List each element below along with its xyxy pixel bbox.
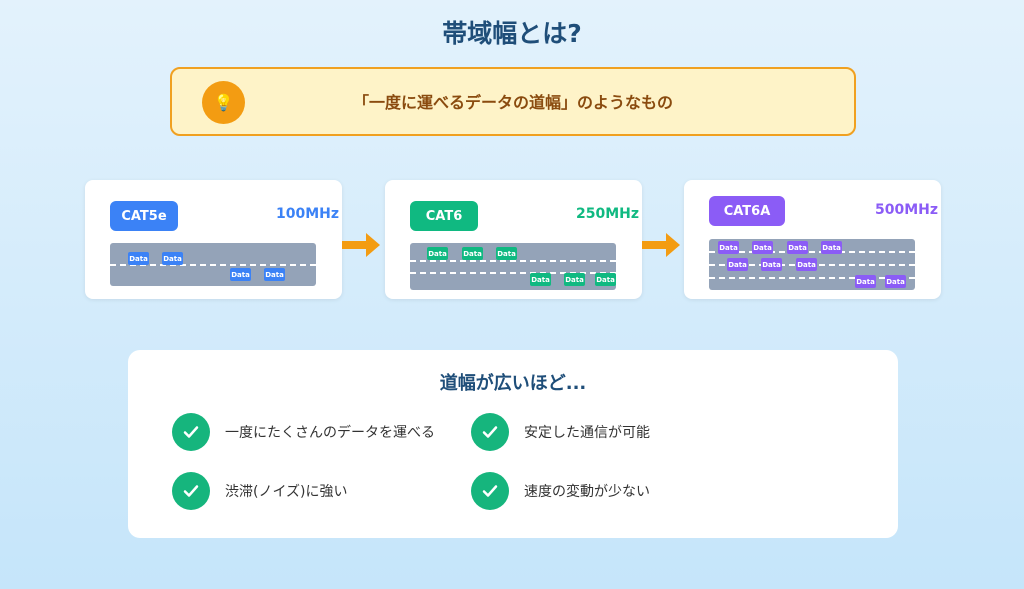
- benefit-text: 一度にたくさんのデータを運べる: [225, 425, 435, 441]
- lane-road: Data Data Data Data Data Data Data Data …: [709, 239, 915, 290]
- data-packet: Data: [427, 247, 448, 260]
- benefit-item: 安定した通信が可能: [471, 413, 650, 451]
- check-icon: [172, 472, 210, 510]
- lane-divider: [410, 260, 616, 262]
- cable-badge: CAT6: [410, 201, 478, 231]
- benefit-item: 一度にたくさんのデータを運べる: [172, 413, 435, 451]
- data-packet: Data: [462, 247, 483, 260]
- cable-card-cat6: CAT6 250MHz Data Data Data Data Data Dat…: [385, 180, 642, 299]
- benefit-item: 渋滞(ノイズ)に強い: [172, 472, 348, 510]
- benefit-item: 速度の変動が少ない: [471, 472, 650, 510]
- benefits-title: 道幅が広いほど...: [439, 373, 587, 394]
- lane-road: Data Data Data Data: [110, 243, 316, 286]
- data-packet: Data: [796, 258, 817, 271]
- banner-text: 「一度に運べるデータの道幅」のようなもの: [352, 93, 673, 112]
- benefits-panel: 道幅が広いほど... 一度にたくさんのデータを運べる 安定した通信が可能 渋滞(…: [128, 350, 898, 538]
- definition-banner: 💡 「一度に運べるデータの道幅」のようなもの: [170, 67, 856, 136]
- benefit-text: 速度の変動が少ない: [524, 484, 650, 500]
- data-packet: Data: [752, 241, 773, 254]
- data-packet: Data: [821, 241, 842, 254]
- lane-divider: [709, 251, 915, 253]
- data-packet: Data: [718, 241, 739, 254]
- data-packet: Data: [595, 273, 616, 286]
- cable-badge: CAT5e: [110, 201, 178, 231]
- lane-road: Data Data Data Data Data Data: [410, 243, 616, 290]
- check-icon: [471, 413, 509, 451]
- data-packet: Data: [530, 273, 551, 286]
- benefit-text: 渋滞(ノイズ)に強い: [225, 484, 348, 500]
- arrow-right-icon: [642, 233, 680, 257]
- cable-frequency: 100MHz: [275, 206, 339, 222]
- cable-frequency: 500MHz: [874, 202, 938, 218]
- data-packet: Data: [162, 252, 183, 265]
- data-packet: Data: [855, 275, 876, 288]
- cable-badge: CAT6A: [709, 196, 785, 226]
- cable-card-cat6a: CAT6A 500MHz Data Data Data Data Data Da…: [684, 180, 941, 299]
- data-packet: Data: [761, 258, 782, 271]
- benefit-text: 安定した通信が可能: [524, 425, 650, 441]
- data-packet: Data: [230, 268, 251, 281]
- data-packet: Data: [885, 275, 906, 288]
- lane-divider: [110, 264, 316, 266]
- lightbulb-icon: 💡: [202, 81, 245, 124]
- check-icon: [471, 472, 509, 510]
- cable-frequency: 250MHz: [575, 206, 639, 222]
- data-packet: Data: [727, 258, 748, 271]
- lane-divider: [709, 277, 915, 279]
- data-packet: Data: [264, 268, 285, 281]
- arrow-right-icon: [342, 233, 380, 257]
- data-packet: Data: [128, 252, 149, 265]
- cable-card-cat5e: CAT5e 100MHz Data Data Data Data: [85, 180, 342, 299]
- data-packet: Data: [496, 247, 517, 260]
- page-title: 帯域幅とは?: [442, 19, 582, 48]
- data-packet: Data: [564, 273, 585, 286]
- data-packet: Data: [787, 241, 808, 254]
- lane-divider: [410, 272, 616, 274]
- check-icon: [172, 413, 210, 451]
